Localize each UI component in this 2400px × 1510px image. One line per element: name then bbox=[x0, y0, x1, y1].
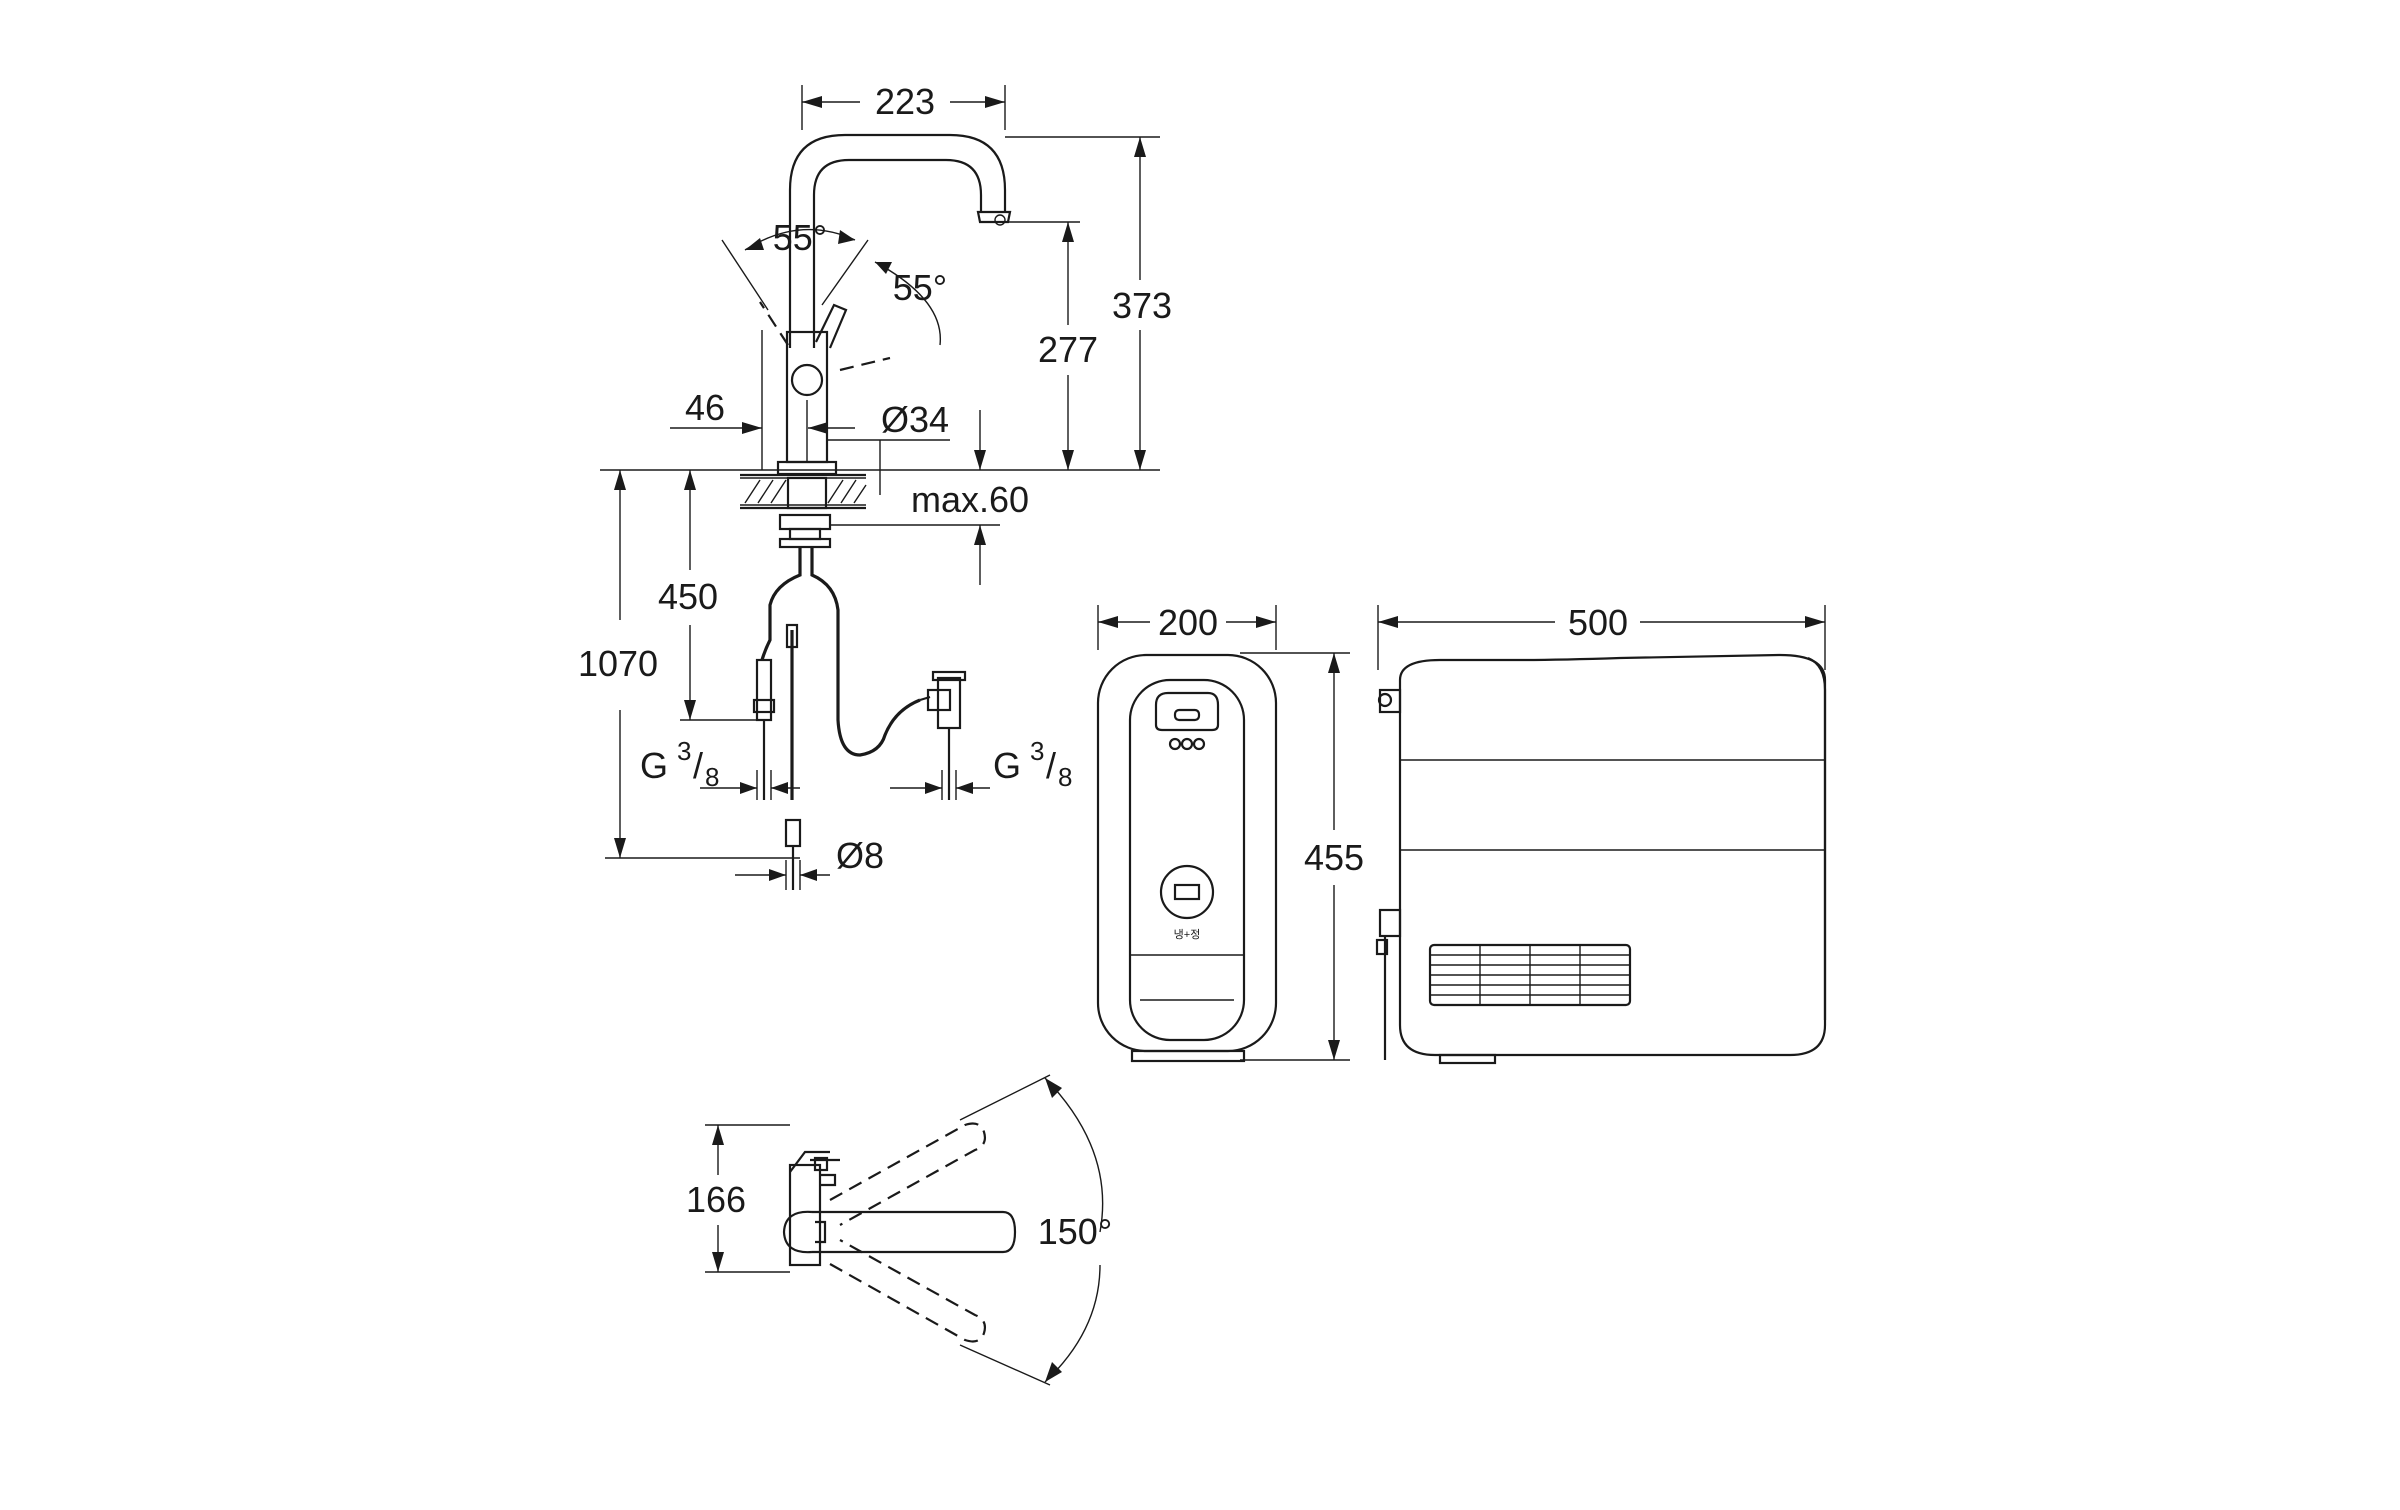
thread-label-left: G 3 / 8 bbox=[640, 736, 719, 792]
unit-bottom-label: 냉+정 bbox=[1174, 928, 1201, 941]
dim-lever-offset: 46 bbox=[685, 387, 725, 428]
dim-deck-thickness: max.60 bbox=[911, 479, 1029, 520]
svg-text:G: G bbox=[993, 745, 1021, 786]
faucet-plan-view bbox=[782, 1122, 1017, 1343]
dim-unit-depth: 500 bbox=[1568, 602, 1628, 643]
dim-overall-depth: 1070 bbox=[578, 643, 658, 684]
plan-depth-dimension: 166 bbox=[686, 1124, 790, 1273]
svg-text:/: / bbox=[693, 745, 703, 786]
unit-vent-grille bbox=[1428, 943, 1632, 1007]
dim-total-height: 373 bbox=[1112, 285, 1172, 326]
dim-swivel-angle: 150° bbox=[1038, 1211, 1112, 1252]
thread-label-right: G 3 / 8 bbox=[993, 736, 1072, 792]
svg-text:8: 8 bbox=[705, 762, 719, 792]
svg-text:3: 3 bbox=[1030, 736, 1044, 766]
unit-depth-dimension: 500 bbox=[1377, 602, 1826, 670]
faucet-dimensions: 223 373 277 55° 55° 46 bbox=[578, 81, 1172, 890]
dim-body-diameter: Ø34 bbox=[881, 399, 949, 440]
unit-width-dimension: 200 bbox=[1097, 602, 1277, 650]
dim-lever-angle-left: 55° bbox=[773, 217, 827, 258]
dim-unit-height: 455 bbox=[1304, 837, 1364, 878]
dim-unit-width: 200 bbox=[1158, 602, 1218, 643]
swivel-angle-dimension: 150° bbox=[959, 1074, 1112, 1386]
unit-front-view: 냉+정 bbox=[1096, 653, 1278, 1063]
deck-hatching bbox=[744, 479, 867, 504]
svg-text:G: G bbox=[640, 745, 668, 786]
svg-text:8: 8 bbox=[1058, 762, 1072, 792]
unit-side-view bbox=[1375, 653, 1827, 1065]
dim-spout-height: 277 bbox=[1038, 329, 1098, 370]
svg-text:/: / bbox=[1046, 745, 1056, 786]
svg-text:3: 3 bbox=[677, 736, 691, 766]
dim-plan-depth: 166 bbox=[686, 1179, 746, 1220]
dim-hose-diameter: Ø8 bbox=[836, 835, 884, 876]
dim-hose-depth: 450 bbox=[658, 576, 718, 617]
faucet-side-view bbox=[740, 133, 1012, 890]
dim-lever-angle-right: 55° bbox=[893, 267, 947, 308]
unit-height-dimension: 455 bbox=[1240, 652, 1364, 1061]
dim-spout-reach: 223 bbox=[875, 81, 935, 122]
